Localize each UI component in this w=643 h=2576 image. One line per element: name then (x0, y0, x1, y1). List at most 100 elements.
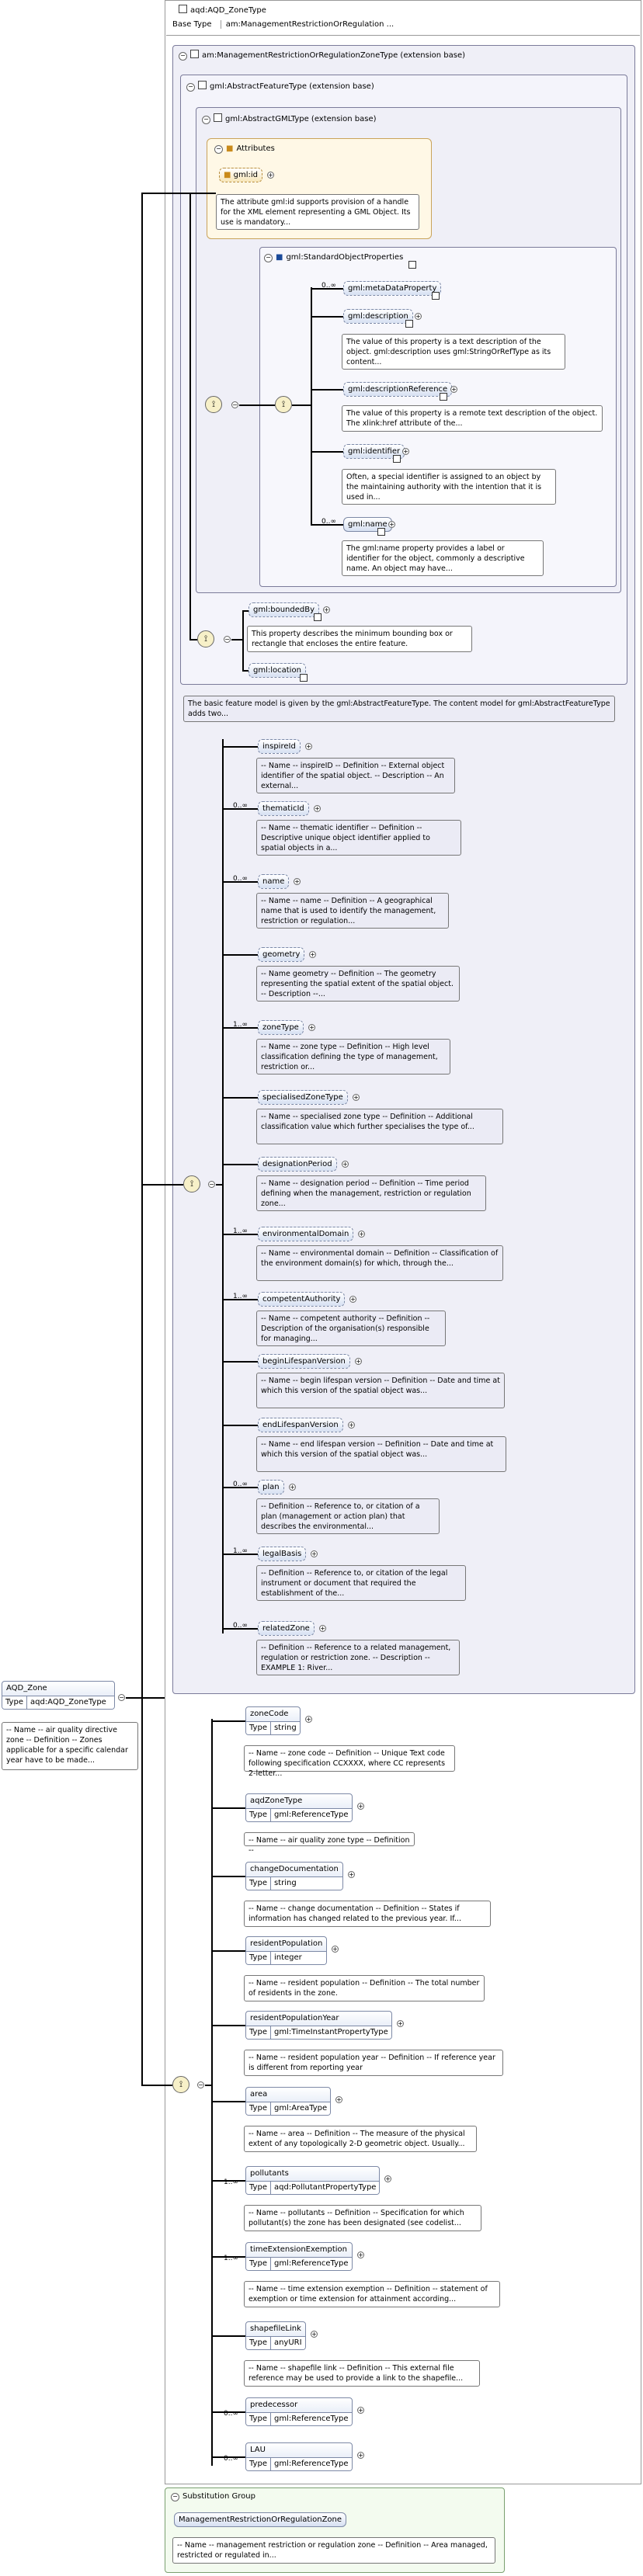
external-link-icon[interactable] (377, 528, 385, 536)
type-label: Type (246, 2413, 271, 2425)
mrr-element[interactable]: environmentalDomain (258, 1227, 354, 1241)
expand-icon[interactable]: + (402, 448, 409, 455)
expand-icon[interactable]: + (319, 1625, 326, 1632)
aft-extension-header[interactable]: −gml:AbstractFeatureType (extension base… (186, 81, 374, 92)
mrr-element-doc: -- Name -- specialised zone type -- Defi… (256, 1109, 503, 1144)
type-label: Type (246, 2258, 271, 2270)
expand-icon[interactable]: + (308, 1024, 315, 1031)
expand-icon[interactable]: + (450, 386, 457, 393)
substitution-element[interactable]: ManagementRestrictionOrRegulationZone (174, 2512, 347, 2527)
expand-icon[interactable]: + (348, 1422, 355, 1429)
gml-boundedby-element[interactable]: gml:boundedBy (249, 602, 320, 617)
substitution-group-header[interactable]: −Substitution Group (171, 2492, 255, 2501)
occurrence: 0..∞ (322, 282, 336, 290)
expand-icon[interactable]: + (355, 1358, 362, 1365)
external-link-icon[interactable] (440, 393, 447, 401)
expand-icon[interactable]: + (357, 1803, 364, 1810)
external-link-icon[interactable] (393, 455, 401, 463)
gml-id-attribute[interactable]: ■ gml:id (219, 168, 263, 182)
collapse-icon[interactable]: − (179, 52, 187, 61)
collapse-icon[interactable]: − (208, 1181, 215, 1188)
gml-metadataproperty-element[interactable]: gml:metaDataProperty (343, 281, 442, 296)
gml-location-element[interactable]: gml:location (249, 663, 306, 678)
mrr-element[interactable]: plan (258, 1480, 284, 1495)
expand-icon[interactable]: + (357, 2407, 364, 2414)
expand-icon[interactable]: + (357, 2452, 364, 2459)
mrr-element[interactable]: endLifespanVersion (258, 1418, 343, 1432)
mrr-element[interactable]: geometry (258, 947, 305, 962)
gml-id-label: gml:id (233, 171, 259, 179)
expand-icon[interactable]: + (388, 521, 395, 528)
expand-icon[interactable]: + (309, 951, 316, 958)
collapse-icon[interactable]: − (264, 254, 273, 262)
sequence-compositor-icon[interactable]: ⟟ (183, 1175, 200, 1193)
expand-icon[interactable]: + (311, 2331, 318, 2338)
collapse-icon[interactable]: − (171, 2493, 179, 2501)
external-link-icon[interactable] (300, 674, 308, 682)
expand-icon[interactable]: + (353, 1094, 360, 1101)
mrr-element[interactable]: thematicId (258, 801, 309, 816)
expand-icon[interactable]: + (267, 172, 274, 179)
external-link-icon[interactable] (405, 320, 413, 328)
expand-icon[interactable]: + (305, 1716, 312, 1723)
attributes-header[interactable]: −■Attributes (214, 144, 275, 154)
mrr-element[interactable]: inspireId (258, 739, 301, 754)
mrr-element[interactable]: competentAuthority (258, 1292, 346, 1307)
collapse-icon[interactable]: − (197, 2081, 204, 2088)
collapse-icon[interactable]: − (214, 145, 223, 154)
mrr-element[interactable]: name (258, 874, 290, 889)
expand-icon[interactable]: + (314, 805, 321, 812)
expand-icon[interactable]: + (415, 313, 422, 320)
gml-descriptionreference-element[interactable]: gml:descriptionReference (343, 382, 453, 397)
expand-icon[interactable]: + (357, 2251, 364, 2258)
sequence-compositor-icon[interactable]: ⟟ (275, 396, 292, 413)
collapse-icon[interactable]: − (118, 1694, 125, 1701)
mrr-element[interactable]: relatedZone (258, 1621, 315, 1636)
mrr-element[interactable]: specialisedZoneType (258, 1090, 348, 1105)
expand-icon[interactable]: + (397, 2020, 404, 2027)
collapse-icon[interactable]: − (202, 116, 210, 124)
expand-icon[interactable]: + (358, 1231, 365, 1238)
mrr-element[interactable]: beginLifespanVersion (258, 1354, 350, 1369)
agt-extension-header[interactable]: −gml:AbstractGMLType (extension base) (202, 113, 377, 124)
sequence-compositor-icon[interactable]: ⟟ (172, 2076, 189, 2093)
expand-icon[interactable]: + (332, 1946, 339, 1953)
expand-icon[interactable]: + (294, 878, 301, 885)
expand-icon[interactable]: + (384, 2175, 391, 2182)
expand-icon[interactable]: + (311, 1550, 318, 1557)
mrr-element-doc: -- Name -- thematic identifier -- Defini… (256, 820, 461, 856)
expand-icon[interactable]: + (342, 1161, 349, 1168)
external-link-icon[interactable] (408, 261, 416, 269)
gml-description-element[interactable]: gml:description (343, 309, 413, 324)
expand-icon[interactable]: + (323, 606, 330, 613)
expand-icon[interactable]: + (335, 2096, 342, 2103)
sequence-compositor-icon[interactable]: ⟟ (197, 630, 214, 647)
external-link-icon[interactable] (314, 613, 322, 621)
sequence-compositor-icon[interactable]: ⟟ (205, 396, 222, 413)
mrr-element[interactable]: designationPeriod (258, 1157, 337, 1172)
collapse-icon[interactable]: − (224, 636, 231, 643)
sop-group-header[interactable]: −■gml:StandardObjectProperties (264, 253, 403, 262)
collapse-icon[interactable]: − (231, 401, 238, 408)
expand-icon[interactable]: + (348, 1871, 355, 1878)
external-link-icon[interactable] (432, 292, 440, 300)
expand-icon[interactable]: + (305, 743, 312, 750)
expand-icon[interactable]: + (349, 1296, 356, 1303)
mrr-extension-header[interactable]: −am:ManagementRestrictionOrRegulationZon… (179, 50, 465, 61)
mrr-element[interactable]: zoneType (258, 1020, 304, 1035)
collapse-icon[interactable]: − (186, 83, 195, 92)
mrr-element[interactable]: legalBasis (258, 1547, 307, 1561)
expand-icon[interactable]: + (289, 1484, 296, 1491)
